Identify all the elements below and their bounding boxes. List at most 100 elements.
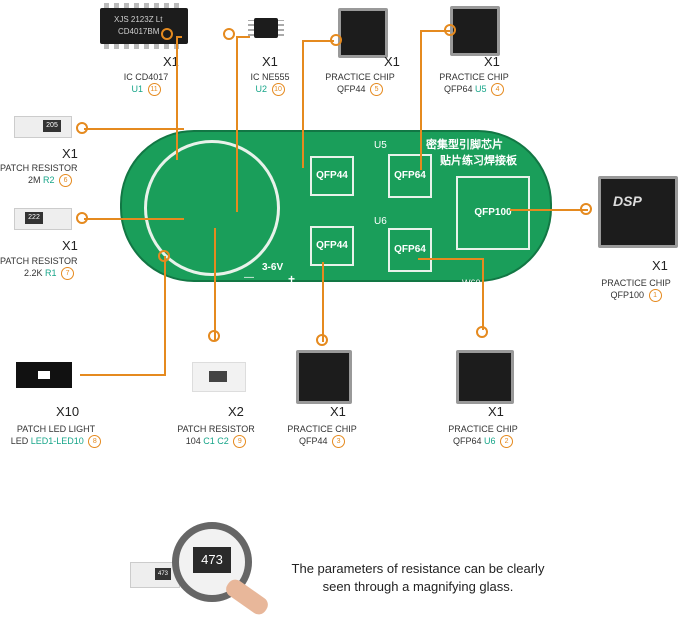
- item-qfp100-label: PRACTICE CHIP QFP100 1: [594, 278, 678, 302]
- item-cap-number: 9: [233, 435, 247, 448]
- item-qfp44-top-number: 5: [370, 83, 384, 96]
- item-u2-name: IC NE555: [250, 72, 290, 82]
- item-cap-ref: C1 C2: [203, 435, 229, 446]
- item-r1-value: 2.2K: [24, 267, 43, 278]
- qfp64-u5-chip-image: [450, 6, 500, 56]
- magnifier-resistor-code: 473: [193, 547, 231, 573]
- callout-dot-u2: [223, 28, 235, 40]
- pcb-board: QFP44 QFP64 U5 密集型引脚芯片 贴片练习焊接板 QFP100 QF…: [120, 130, 552, 288]
- item-u1-ref: U1: [131, 83, 143, 94]
- board-minus: —: [244, 272, 254, 283]
- board-qfp64-top: QFP64: [388, 154, 432, 198]
- board-qfp44-bottom: QFP44: [310, 226, 354, 266]
- qfp100-marking: DSP: [613, 193, 642, 209]
- item-r2-number: 6: [59, 174, 73, 187]
- item-led-name: PATCH LED LIGHT: [16, 424, 96, 434]
- callout-qfp44-top-h: [302, 40, 334, 42]
- cd4017-chip-image: XJS 2123Z Lt CD4017BM: [100, 8, 188, 44]
- item-cap-name: PATCH RESISTOR: [177, 424, 255, 434]
- item-r2-ref: R2: [43, 174, 55, 185]
- item-led-qty: X10: [56, 404, 80, 419]
- board-qfp64-bottom: QFP64: [388, 228, 432, 272]
- qfp100-chip-image: DSP: [598, 176, 678, 248]
- item-r2-label: PATCH RESISTOR 2M R2 6: [0, 163, 88, 187]
- callout-u1-h: [176, 36, 182, 38]
- qfp64-u6-chip-image: [456, 350, 514, 404]
- capacitor-image: [192, 362, 246, 392]
- item-r1-label: PATCH RESISTOR 2.2K R1 7: [0, 256, 88, 280]
- callout-qfp100: [510, 209, 588, 211]
- board-title-1: 密集型引脚芯片: [426, 139, 503, 151]
- caption-line-1: The parameters of resistance can be clea…: [291, 561, 545, 576]
- callout-r2: [84, 128, 184, 130]
- callout-qfp44-bottom: [322, 262, 324, 342]
- item-qfp100-number: 1: [648, 289, 662, 302]
- board-voltage: 3-6V: [262, 262, 284, 273]
- item-qfp44-bottom-number: 3: [332, 435, 346, 448]
- board-plus: +: [288, 272, 296, 286]
- qfp44-bottom-chip-image: [296, 350, 352, 404]
- cd4017-pins-bottom: [104, 44, 184, 49]
- callout-dot-led: [158, 250, 170, 262]
- item-r1-name: PATCH RESISTOR: [0, 256, 78, 266]
- item-qfp64-u6-qty: X1: [488, 404, 504, 419]
- item-r1-ref: R1: [45, 267, 57, 278]
- callout-qfp64-u5: [420, 30, 422, 170]
- magnified-resistor: 473: [130, 562, 180, 588]
- item-r1-number: 7: [61, 267, 75, 280]
- item-r2-name: PATCH RESISTOR: [0, 163, 78, 173]
- cd4017-marking-top: XJS 2123Z Lt: [114, 15, 163, 24]
- led-lens: [38, 371, 50, 379]
- item-qfp64-u5-label: PRACTICE CHIP QFP64 U5 4: [434, 72, 514, 96]
- led-image: [16, 362, 72, 388]
- item-qfp44-bottom-model: QFP44: [298, 435, 328, 446]
- item-qfp64-u5-model: QFP64: [443, 83, 473, 94]
- item-r1-qty: X1: [62, 238, 78, 253]
- item-led-type: LED: [10, 435, 29, 446]
- item-qfp64-u5-qty: X1: [484, 54, 500, 69]
- callout-qfp64-u6-h: [418, 258, 484, 260]
- capacitor-body: [209, 371, 227, 382]
- item-qfp44-top-model: QFP44: [336, 83, 366, 94]
- item-qfp44-top-name: PRACTICE CHIP: [325, 72, 395, 82]
- callout-dot-cap: [208, 330, 220, 342]
- magnifier-lens: 473: [172, 522, 252, 602]
- callout-dot-qfp64-u6: [476, 326, 488, 338]
- item-qfp100-model: QFP100: [610, 289, 644, 300]
- callout-qfp64-u5-h: [420, 30, 450, 32]
- callout-u2: [236, 36, 238, 212]
- callout-u2-h: [236, 36, 250, 38]
- callout-led-h: [80, 374, 166, 376]
- item-u1-number: 11: [147, 83, 161, 96]
- item-qfp44-top-qty: X1: [384, 54, 400, 69]
- item-qfp64-u6-model: QFP64: [452, 435, 482, 446]
- item-qfp64-u6-name: PRACTICE CHIP: [448, 424, 518, 434]
- item-qfp100-qty: X1: [652, 258, 668, 273]
- item-r2-value: 2M: [28, 174, 41, 185]
- item-led-number: 8: [88, 435, 102, 448]
- callout-dot-qfp44-top: [330, 34, 342, 46]
- item-qfp44-bottom-qty: X1: [330, 404, 346, 419]
- callout-dot-qfp44-bottom: [316, 334, 328, 346]
- caption: The parameters of resistance can be clea…: [268, 560, 568, 596]
- callout-dot-r1: [76, 212, 88, 224]
- callout-dot-qfp100: [580, 203, 592, 215]
- r1-resistor-image: 222: [14, 208, 72, 230]
- board-u6: U6: [374, 216, 387, 227]
- item-qfp64-u5-ref: U5: [475, 83, 487, 94]
- item-u1-name: IC CD4017: [123, 72, 169, 82]
- item-u2-ref: U2: [255, 83, 267, 94]
- item-u2-label: IC NE555 U2 10: [240, 72, 300, 96]
- callout-dot-r2: [76, 122, 88, 134]
- callout-qfp64-u6: [482, 258, 484, 330]
- qfp44-top-chip-image: [338, 8, 388, 58]
- item-cap-label: PATCH RESISTOR 104 C1 C2 9: [160, 424, 272, 448]
- callout-u1: [176, 36, 178, 160]
- cd4017-pins-top: [104, 3, 184, 8]
- item-u1-label: IC CD4017 U1 11: [111, 72, 181, 96]
- r2-resistor-code: 205: [43, 120, 61, 132]
- r1-resistor-code: 222: [25, 212, 43, 224]
- callout-cap: [214, 228, 216, 340]
- callout-qfp44-top: [302, 40, 304, 168]
- item-qfp64-u6-ref: U6: [484, 435, 496, 446]
